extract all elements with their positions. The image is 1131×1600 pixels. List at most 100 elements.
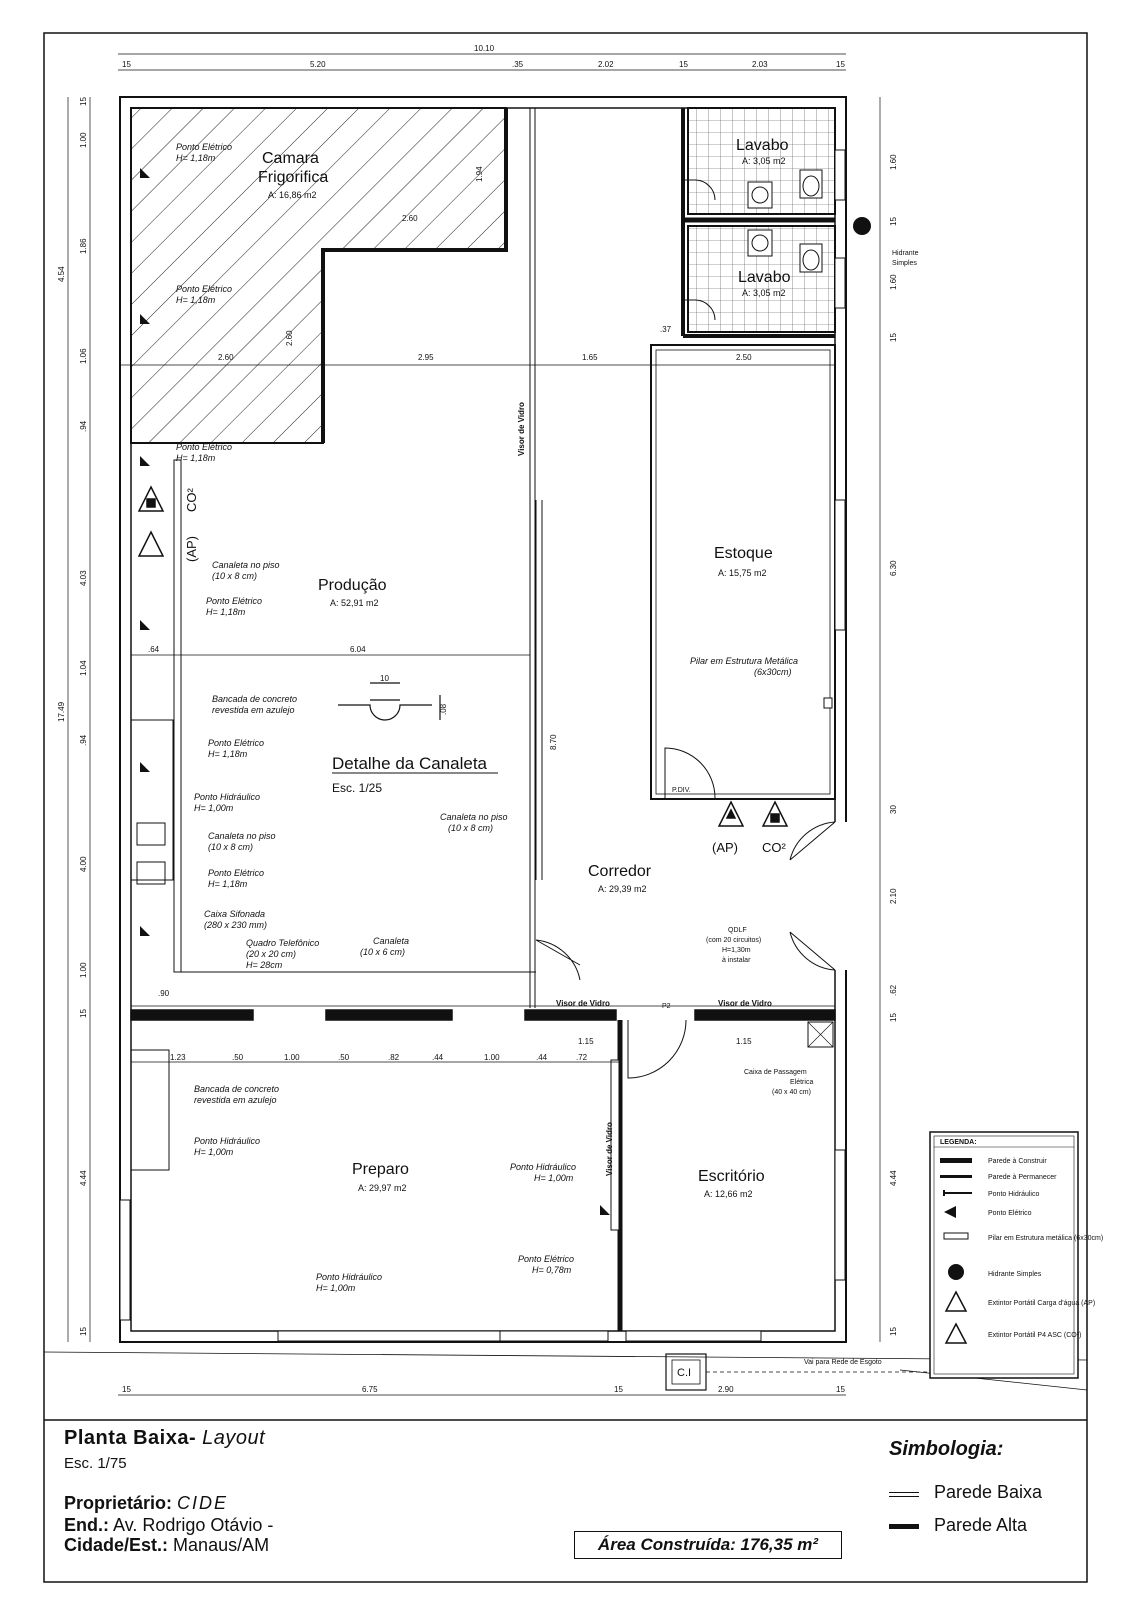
- dim-right: 15: [889, 1013, 898, 1022]
- room-estoque: Estoque: [714, 545, 773, 562]
- address-line: End.: Av. Rodrigo Otávio -: [64, 1515, 274, 1535]
- dim-inner: 2.60: [218, 353, 234, 362]
- dim-inner: 2.50: [736, 353, 752, 362]
- note-ponto-eletrico: Ponto Elétrico: [176, 284, 232, 294]
- dim-inner: 1.15: [736, 1037, 752, 1046]
- canaleta-detail-h: .08: [439, 703, 448, 715]
- dim-left: 15: [79, 1327, 88, 1336]
- note-co2: CO²: [762, 840, 787, 855]
- dim-top: 2.03: [752, 60, 768, 69]
- dim-inner: .90: [158, 989, 170, 998]
- dim-inner: 1.94: [475, 166, 484, 182]
- drawing-scale: Esc. 1/75: [64, 1455, 127, 1472]
- note-ap: (AP): [712, 840, 738, 855]
- canaleta-detail: [338, 682, 441, 721]
- dim-top: .35: [512, 60, 524, 69]
- note-caixa-passagem: Caixa de Passagem: [744, 1069, 807, 1076]
- dim-left: 1.06: [79, 348, 88, 364]
- note-caixa-sifonada: Caixa Sifonada: [204, 909, 265, 919]
- dim-inner: .50: [232, 1053, 244, 1062]
- canaleta-detail-w: 10: [380, 674, 389, 683]
- note-qdlf-3: H=1,30m: [722, 947, 751, 954]
- dim-left: 4.00: [79, 856, 88, 872]
- sinks-producao: [136, 822, 166, 885]
- note-h118: H= 1,18m: [176, 153, 216, 163]
- note-ci: C.I: [677, 1367, 691, 1379]
- note-h118: H= 1,18m: [206, 607, 246, 617]
- note-ap-producao: (AP): [184, 536, 199, 562]
- note-bancada-2: revestida em azulejo: [194, 1095, 277, 1105]
- dim-left: 1.00: [79, 962, 88, 978]
- note-ponto-hidraulico: Ponto Hidráulico: [316, 1272, 382, 1282]
- room-producao-area: A: 52,91 m2: [330, 598, 379, 608]
- room-estoque-area: A: 15,75 m2: [718, 568, 767, 578]
- note-visor: Visor de Vidro: [556, 999, 610, 1008]
- dim-left-total: 17.49: [57, 701, 66, 722]
- dim-left: 1.04: [79, 660, 88, 676]
- dim-inner: .72: [576, 1053, 588, 1062]
- note-visor: Visor de Vidro: [517, 402, 526, 456]
- note-ponto-eletrico: Ponto Elétrico: [208, 738, 264, 748]
- detail-title: Detalhe da Canaleta: [332, 754, 488, 773]
- dim-inner: 2.60: [285, 330, 294, 346]
- note-p2: P2: [662, 1003, 671, 1010]
- legend-item: Ponto Elétrico: [988, 1210, 1032, 1217]
- legend-title: LEGENDA:: [940, 1139, 977, 1146]
- lavabo-fixtures: [747, 169, 823, 273]
- room-producao: Produção: [318, 577, 387, 594]
- note-canaleta-piso: Canaleta no piso: [208, 831, 276, 841]
- sheet-border: [43, 32, 1088, 1583]
- dim-top: 15: [122, 60, 131, 69]
- legend-item: Parede à Construir: [988, 1158, 1047, 1165]
- dim-right: 15: [889, 1327, 898, 1336]
- caixa-passagem: [807, 1021, 834, 1048]
- dim-right: 1.60: [889, 274, 898, 290]
- dim-right: 4.44: [889, 1170, 898, 1186]
- dim-top: 15: [679, 60, 688, 69]
- ponto-eletrico-markers: [140, 168, 610, 1215]
- dim-bottom: 6.75: [362, 1385, 378, 1394]
- dim-right: 1.60: [889, 154, 898, 170]
- note-h118: H= 1,18m: [208, 879, 248, 889]
- dim-inner: .44: [432, 1053, 444, 1062]
- caixa-inspecao-inner: [671, 1359, 701, 1385]
- legend-item: Pilar em Estrutura metálica (6x30cm): [988, 1235, 1103, 1242]
- dim-left: 15: [79, 97, 88, 106]
- note-canaleta: Canaleta: [373, 936, 409, 946]
- note-qdlf-2: (com 20 circuitos): [706, 937, 761, 944]
- note-canaleta-dim2: (10 x 6 cm): [360, 947, 405, 957]
- dim-inner: 1.00: [284, 1053, 300, 1062]
- note-h118: H= 1,18m: [208, 749, 248, 759]
- note-h100: H= 1,00m: [534, 1173, 574, 1183]
- note-bancada: Bancada de concreto: [212, 694, 297, 704]
- note-canaleta-dim: (10 x 8 cm): [212, 571, 257, 581]
- dim-inner: 2.95: [418, 353, 434, 362]
- dim-bottom: 2.90: [718, 1385, 734, 1394]
- sheet-diag-line: [43, 1351, 1088, 1361]
- note-caixa-passagem-2: Elétrica: [790, 1079, 813, 1086]
- canaleta-producao: [173, 459, 182, 973]
- room-camara-area: A: 16,86 m2: [268, 190, 317, 200]
- bottom-openings: [119, 149, 846, 1342]
- note-canaleta-dim: (10 x 8 cm): [208, 842, 253, 852]
- high-wall-symbol: [889, 1524, 919, 1529]
- room-camara: Camara: [262, 150, 319, 167]
- note-co2-producao: CO²: [184, 488, 199, 513]
- dim-left: 4.44: [79, 1170, 88, 1186]
- note-visor: Visor de Vidro: [718, 999, 772, 1008]
- dim-right: 30: [889, 805, 898, 814]
- dim-inner: 6.04: [350, 645, 366, 654]
- note-quadro-tel-2: (20 x 20 cm): [246, 949, 296, 959]
- note-ponto-eletrico: Ponto Elétrico: [206, 596, 262, 606]
- dim-inner: 2.60: [402, 214, 418, 223]
- room-lavabo-1: Lavabo: [736, 137, 789, 154]
- note-qdlf-4: à instalar: [722, 957, 751, 964]
- note-canaleta-dim: (10 x 8 cm): [448, 823, 493, 833]
- city-line: Cidade/Est.: Manaus/AM: [64, 1535, 270, 1555]
- pilar-metalico: [823, 697, 833, 709]
- extintor-ap-producao-icon: [137, 530, 165, 557]
- note-ponto-eletrico: Ponto Elétrico: [176, 142, 232, 152]
- dim-right: 6.30: [889, 560, 898, 576]
- drawing-title: Planta Baixa- Layout: [64, 1427, 266, 1449]
- legend-item: Extintor Portátil P4 ASC (CO²): [988, 1332, 1081, 1339]
